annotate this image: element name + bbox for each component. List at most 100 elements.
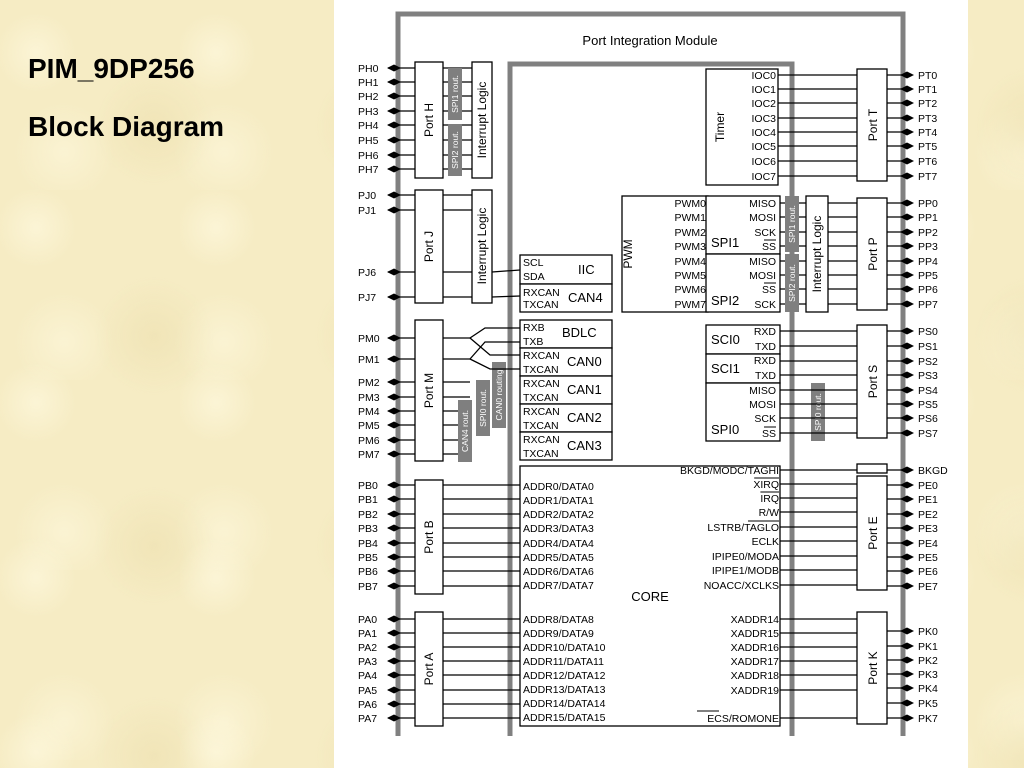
pin-arrow	[387, 450, 394, 458]
pin-arrow	[387, 165, 394, 173]
port-t-pin-pt4: PT4	[918, 127, 937, 139]
sci0-signal-rxd: RXD	[754, 326, 777, 338]
port-m-bdlc-route	[469, 327, 520, 339]
port-j-can4-line	[491, 295, 521, 298]
pin-arrow	[387, 121, 394, 129]
core-signal-addr6: ADDR6/DATA6	[523, 566, 594, 578]
pin-arrow	[394, 643, 401, 651]
can1-signal-txcan: TXCAN	[523, 392, 559, 404]
pin-arrow	[387, 657, 394, 665]
bdlc-signal-rxb: RXB	[523, 322, 545, 334]
port-h-spi2-routing-badge-label: SPI2 rout.	[450, 131, 460, 169]
port-m-can0-routing-badge	[492, 362, 506, 428]
pwm-signal-pwm0: PWM0	[675, 198, 707, 210]
port-a-pin-pa5: PA5	[358, 685, 377, 697]
spi0-signal-miso: MISO	[749, 385, 776, 397]
pin-arrow	[394, 393, 401, 401]
port-j-box	[414, 189, 444, 304]
pin-arrow	[900, 199, 907, 207]
port-m-can0-routing-badge-label: CAN0 routing	[494, 369, 504, 420]
timer-signal-ioc1: IOC1	[751, 84, 776, 96]
pin-arrow	[900, 466, 907, 474]
port-j-pin-pj7: PJ7	[358, 292, 376, 304]
pin-arrow	[900, 213, 907, 221]
port-h-pin-ph0: PH0	[358, 63, 379, 75]
port-p-box	[856, 197, 888, 311]
port-e-pin-bkgd: BKGD	[918, 465, 948, 477]
can1-signal-rxcan: RXCAN	[523, 378, 560, 390]
can2-signal-rxcan: RXCAN	[523, 406, 560, 418]
port-h-pin-ph6: PH6	[358, 150, 379, 162]
sci0-label: SCI0	[711, 332, 740, 347]
spi0-block	[705, 382, 781, 442]
pin-arrow	[900, 128, 907, 136]
pin-arrow	[907, 285, 914, 293]
pin-arrow	[907, 257, 914, 265]
core-signal-addr4: ADDR4/DATA4	[523, 538, 594, 550]
timer-signal-ioc6: IOC6	[751, 156, 776, 168]
spi1-signal-ss: SS	[762, 241, 776, 253]
pin-arrow	[907, 357, 914, 365]
pin-arrow	[907, 99, 914, 107]
bdlc-label: BDLC	[562, 325, 597, 340]
pin-arrow	[394, 714, 401, 722]
port-s-pin-ps2: PS2	[918, 356, 938, 368]
pin-arrow	[394, 524, 401, 532]
core-signal-e5: ECLK	[752, 536, 779, 548]
pin-arrow	[907, 271, 914, 279]
pin-arrow	[394, 151, 401, 159]
pin-arrow	[900, 300, 907, 308]
pin-arrow	[907, 510, 914, 518]
iic-signal-sda: SDA	[523, 271, 545, 283]
port-e-pin-pe0: PE0	[918, 480, 938, 492]
timer-signal-ioc3: IOC3	[751, 113, 776, 125]
pin-arrow	[900, 553, 907, 561]
core-signal-addr10: ADDR10/DATA10	[523, 642, 606, 654]
core-signal-k1: XADDR15	[731, 628, 780, 640]
port-m-pin-pm3: PM3	[358, 392, 380, 404]
port-t-pin-pt1: PT1	[918, 84, 937, 96]
port-t-pin-pt6: PT6	[918, 156, 937, 168]
port-p-interrupt-logic	[805, 195, 829, 313]
port-a-pin-pa6: PA6	[358, 699, 377, 711]
pin-arrow	[907, 481, 914, 489]
pin-arrow	[394, 334, 401, 342]
spi1-signal-sck: SCK	[754, 227, 776, 239]
pin-arrow	[394, 378, 401, 386]
port-j-interrupt-logic-label: Interrupt Logic	[475, 208, 489, 285]
pwm-signal-pwm2: PWM2	[675, 227, 707, 239]
pin-arrow	[900, 414, 907, 422]
pin-arrow	[387, 151, 394, 159]
port-s-spi0-routing-badge-label: SPI0 rout.	[813, 393, 823, 431]
pin-arrow	[394, 355, 401, 363]
pin-arrow	[907, 142, 914, 150]
port-e-pin-pe5: PE5	[918, 552, 938, 564]
core-label: CORE	[631, 589, 669, 604]
pin-arrow	[907, 627, 914, 635]
port-e-pin-pe7: PE7	[918, 581, 938, 593]
port-j-pin-pj0: PJ0	[358, 190, 376, 202]
port-t-pin-pt5: PT5	[918, 141, 937, 153]
pin-arrow	[387, 553, 394, 561]
core-signal-e6: IPIPE0/MODA	[712, 551, 779, 563]
pin-arrow	[394, 421, 401, 429]
pin-arrow	[900, 670, 907, 678]
port-s-pin-ps4: PS4	[918, 385, 938, 397]
port-b-pin-pb4: PB4	[358, 538, 378, 550]
spi2-signal-ss: SS	[762, 284, 776, 296]
port-h-spi2-routing-badge	[448, 124, 462, 176]
pwm-signal-pwm1: PWM1	[675, 212, 707, 224]
pin-arrow	[907, 466, 914, 474]
pin-arrow	[907, 128, 914, 136]
pin-arrow	[387, 393, 394, 401]
inner-frame	[507, 61, 795, 736]
pin-arrow	[394, 206, 401, 214]
pin-arrow	[900, 271, 907, 279]
pin-arrow	[394, 191, 401, 199]
pin-arrow	[900, 85, 907, 93]
pin-arrow	[900, 386, 907, 394]
pin-arrow	[900, 400, 907, 408]
port-j-label: Port J	[422, 231, 436, 262]
port-e-pin-pe4: PE4	[918, 538, 938, 550]
pin-arrow	[907, 228, 914, 236]
